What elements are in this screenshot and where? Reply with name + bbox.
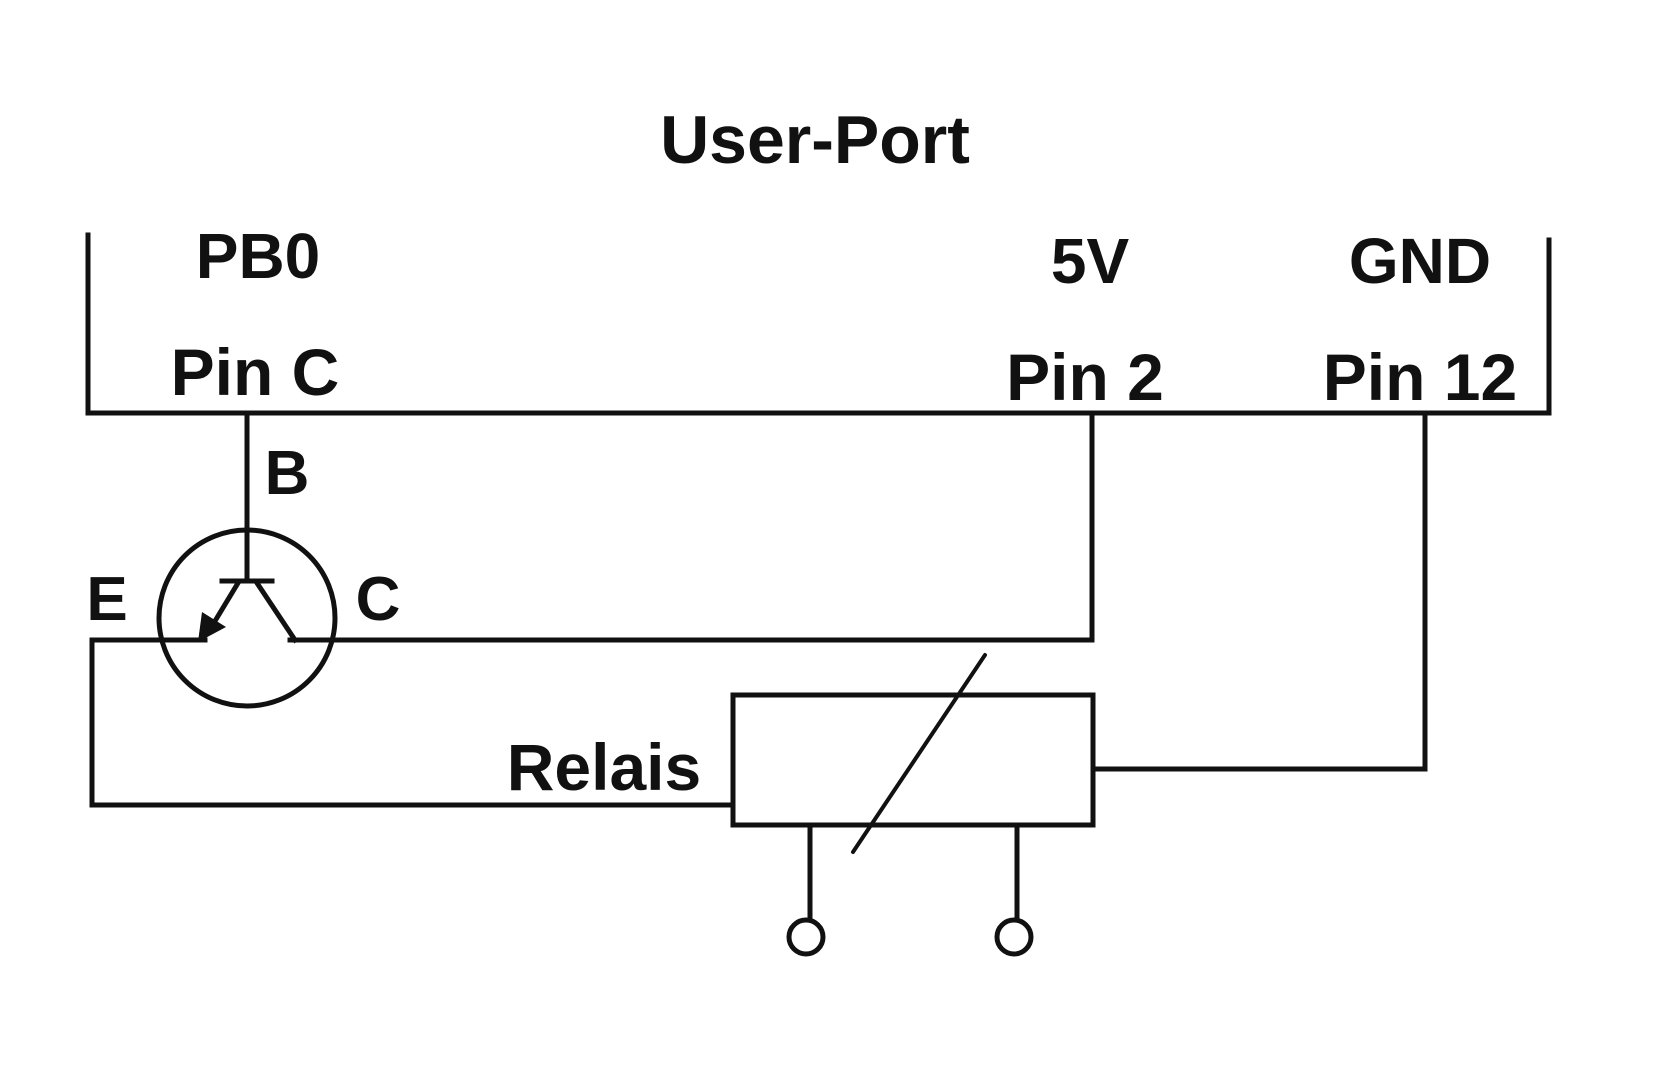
relay-label: Relais — [507, 730, 701, 804]
transistor-emitter-leg — [208, 579, 242, 630]
transistor-collector-leg — [253, 579, 299, 644]
relay — [730, 653, 1096, 957]
gnd-signal-label: GND — [1349, 225, 1491, 297]
emitter-wire — [89, 637, 736, 808]
relay-terminal-right — [994, 917, 1034, 957]
gnd-wire — [1090, 410, 1428, 772]
emitter-arrow-icon — [198, 612, 226, 642]
relay-terminal-left — [786, 917, 826, 957]
collector-label: C — [356, 565, 401, 634]
vcc-pin-label: Pin 2 — [1006, 340, 1164, 414]
user-port-connector — [85, 232, 1552, 416]
base-label: B — [265, 439, 310, 508]
relay-coil-diagonal — [851, 653, 987, 854]
vcc-wire — [287, 410, 1095, 643]
transistor-npn — [156, 527, 338, 709]
relay-coil — [730, 692, 1096, 828]
pb0-pin-label: Pin C — [171, 335, 340, 409]
pb0-signal-label: PB0 — [196, 220, 321, 292]
gnd-pin-label: Pin 12 — [1323, 340, 1517, 414]
diagram-title: User-Port — [660, 102, 970, 178]
emitter-label: E — [86, 565, 127, 634]
transistor-body — [156, 527, 338, 709]
vcc-signal-label: 5V — [1051, 225, 1130, 297]
